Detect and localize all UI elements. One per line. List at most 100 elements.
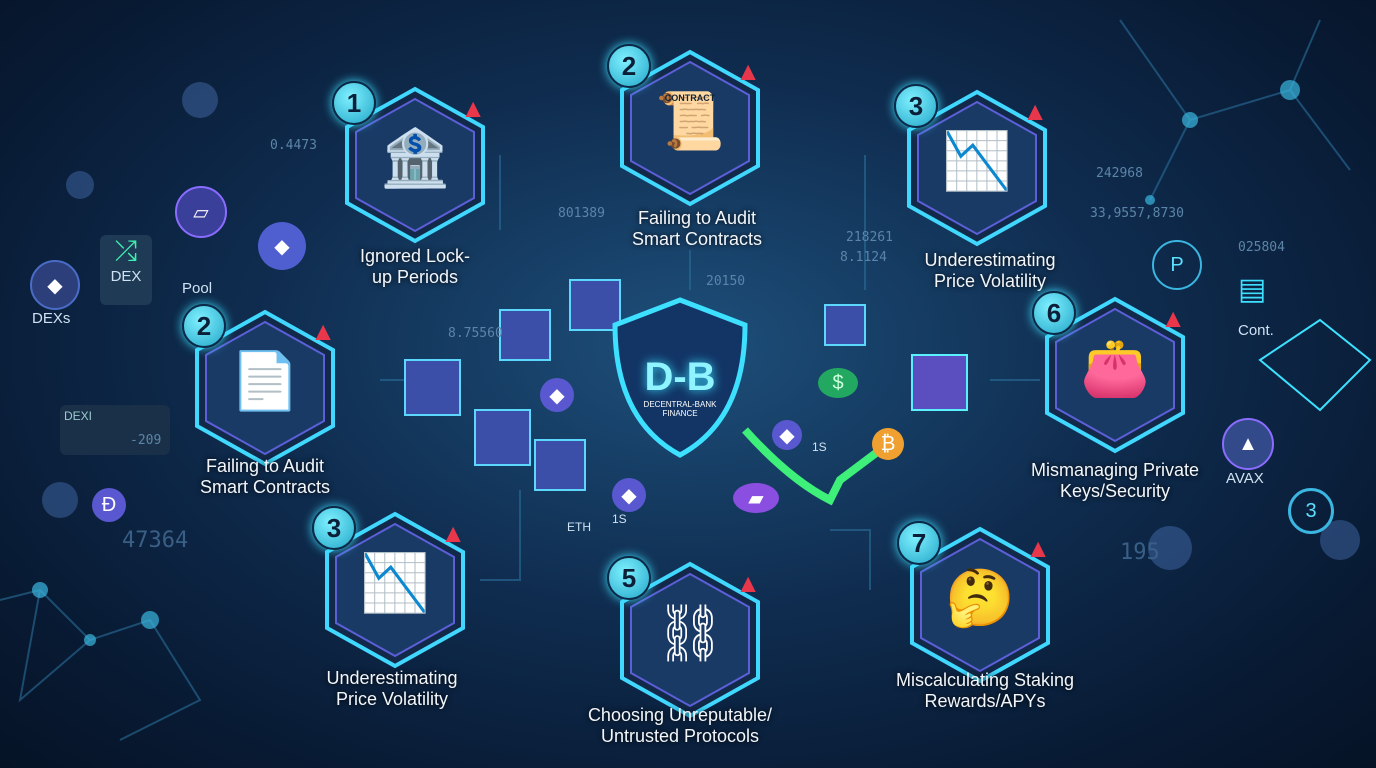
mistake-hex-6: 3📉 ▲ bbox=[312, 506, 470, 670]
step-number-badge: 2 bbox=[182, 304, 226, 348]
ticker-number: -209 bbox=[130, 433, 162, 448]
step-number-badge: 2 bbox=[607, 44, 651, 88]
mistake-label-line: Miscalculating Staking bbox=[895, 670, 1075, 690]
cont-label: Cont. bbox=[1238, 322, 1274, 339]
mistake-label-line: Ignored Lock- bbox=[359, 246, 471, 266]
mistake-hex-4: 2📄 ▲ bbox=[182, 304, 340, 468]
mistake-hex-5: 6👛 ▲ bbox=[1032, 291, 1190, 455]
dollar-coin-icon: $ bbox=[818, 368, 858, 398]
confused-person-icon: 🤔 bbox=[945, 566, 1015, 629]
contract-icon: 📜 bbox=[655, 89, 725, 152]
ticker-number: 195 bbox=[1120, 540, 1160, 565]
step-number-badge: 3 bbox=[312, 506, 356, 550]
mistake-label-line: Failing to Audit bbox=[637, 208, 757, 228]
ticker-number: 218261 bbox=[846, 230, 893, 245]
bitcoin-icon: ₿ bbox=[872, 428, 904, 460]
dex-card: ⤮ DEX bbox=[100, 235, 152, 305]
broken-contract-icon: 📄 bbox=[230, 349, 300, 412]
mistake-label: Choosing Unreputable/Untrusted Protocols bbox=[560, 705, 800, 747]
center-shield bbox=[612, 297, 748, 458]
mistake-label-line: Failing to Audit bbox=[205, 456, 325, 476]
blockchain-blocks bbox=[404, 279, 1372, 506]
mistake-hex-7: 5⛓ ▲ bbox=[607, 556, 765, 720]
ethereum-coin-icon: ◆ bbox=[612, 478, 646, 512]
mistake-hex-8: 7🤔 ▲ bbox=[897, 521, 1055, 685]
ticker-number: 33,9557,8730 bbox=[1090, 206, 1184, 221]
ticker-number: 8.1124 bbox=[840, 250, 887, 265]
mistake-label: Ignored Lock-up Periods bbox=[295, 246, 535, 288]
contract-doc-icon: ▤ bbox=[1238, 273, 1267, 306]
ticker-number: 20150 bbox=[706, 274, 746, 289]
mistake-label-line: Rewards/APYs bbox=[924, 691, 1046, 711]
contract-title: CONTRACT bbox=[664, 93, 716, 103]
logo-subtitle: FINANCE bbox=[662, 409, 698, 418]
ticker-number: 801389 bbox=[558, 206, 605, 221]
coin-3-icon: 3 bbox=[1288, 488, 1334, 534]
step-number-badge: 6 bbox=[1032, 291, 1076, 335]
warning-icon: ▲ bbox=[1160, 303, 1186, 333]
mistake-label-line: Untrusted Protocols bbox=[600, 726, 760, 746]
mistake-label-line: Keys/Security bbox=[1059, 481, 1171, 501]
mistake-label-line: Smart Contracts bbox=[199, 477, 331, 497]
center-logo: D-B DECENTRAL-BANK FINANCE bbox=[615, 355, 745, 418]
ethereum-icon: ◆ bbox=[30, 260, 80, 310]
warning-icon: ▲ bbox=[1025, 533, 1051, 563]
warning-icon: ▲ bbox=[735, 56, 761, 86]
step-number-badge: 3 bbox=[894, 84, 938, 128]
broken-chain-icon: ⛓ bbox=[654, 601, 726, 664]
polkadot-p-icon: P bbox=[1152, 240, 1202, 290]
one-s-label: 1S bbox=[812, 440, 827, 454]
ticker-number: 8.75560 bbox=[448, 326, 503, 341]
logo-text: D-B bbox=[644, 355, 716, 399]
ethereum-coin-icon: ◆ bbox=[772, 420, 802, 450]
price-chart-icon: 📉 bbox=[360, 551, 430, 614]
price-chart-icon: 📉 bbox=[942, 129, 1012, 192]
logo-subtitle: DECENTRAL-BANK bbox=[643, 400, 717, 409]
ticker-number: 025804 bbox=[1238, 240, 1285, 255]
step-number-badge: 7 bbox=[897, 521, 941, 565]
warning-icon: ▲ bbox=[1022, 96, 1048, 126]
shuffle-icon: ⤮ bbox=[114, 235, 138, 266]
eth-label: ETH bbox=[567, 520, 591, 534]
mistake-hex-2: 2📜CONTRACT ▲ bbox=[607, 44, 765, 208]
mistake-label-line: Price Volatility bbox=[335, 689, 449, 709]
mistake-label-line: Mismanaging Private bbox=[1030, 460, 1200, 480]
dex-label: DEX bbox=[110, 268, 142, 285]
dexi-card: DEXI bbox=[60, 405, 170, 455]
wallet-icon: 👛 bbox=[1080, 336, 1150, 399]
token-icon: ▰ bbox=[733, 483, 779, 513]
mistake-label-line: Underestimating bbox=[326, 668, 458, 688]
dexs-label: DEXs bbox=[32, 310, 71, 327]
mistake-label-line: Price Volatility bbox=[933, 271, 1047, 291]
warning-icon: ▲ bbox=[735, 568, 761, 598]
ticker-number: 0.4473 bbox=[270, 138, 317, 153]
mistake-label-line: up Periods bbox=[371, 267, 459, 287]
step-number-badge: 5 bbox=[607, 556, 651, 600]
ethereum-coin-icon: ◆ bbox=[258, 222, 306, 270]
one-s-label: 1S bbox=[612, 512, 627, 526]
ticket-icon: ▱ bbox=[175, 186, 227, 238]
mistake-label-line: Underestimating bbox=[924, 250, 1056, 270]
dexi-label: DEXI bbox=[64, 409, 93, 423]
mistake-hex-1: 1🏦 ▲ bbox=[332, 81, 490, 245]
polkadot-icon: Ð bbox=[92, 488, 126, 522]
mistake-hex-3: 3📉 ▲ bbox=[894, 84, 1052, 248]
warning-icon: ▲ bbox=[310, 316, 336, 346]
ticker-number: 242968 bbox=[1096, 166, 1143, 181]
safe-icon: 🏦 bbox=[380, 126, 450, 189]
ethereum-coin-icon: ◆ bbox=[540, 378, 574, 412]
ticker-number: 47364 bbox=[122, 528, 189, 553]
avax-icon: ▲ bbox=[1222, 418, 1274, 470]
avax-label: AVAX bbox=[1226, 470, 1264, 487]
mistake-label-line: Smart Contracts bbox=[631, 229, 763, 249]
warning-icon: ▲ bbox=[460, 93, 486, 123]
warning-icon: ▲ bbox=[440, 518, 466, 548]
step-number-badge: 1 bbox=[332, 81, 376, 125]
